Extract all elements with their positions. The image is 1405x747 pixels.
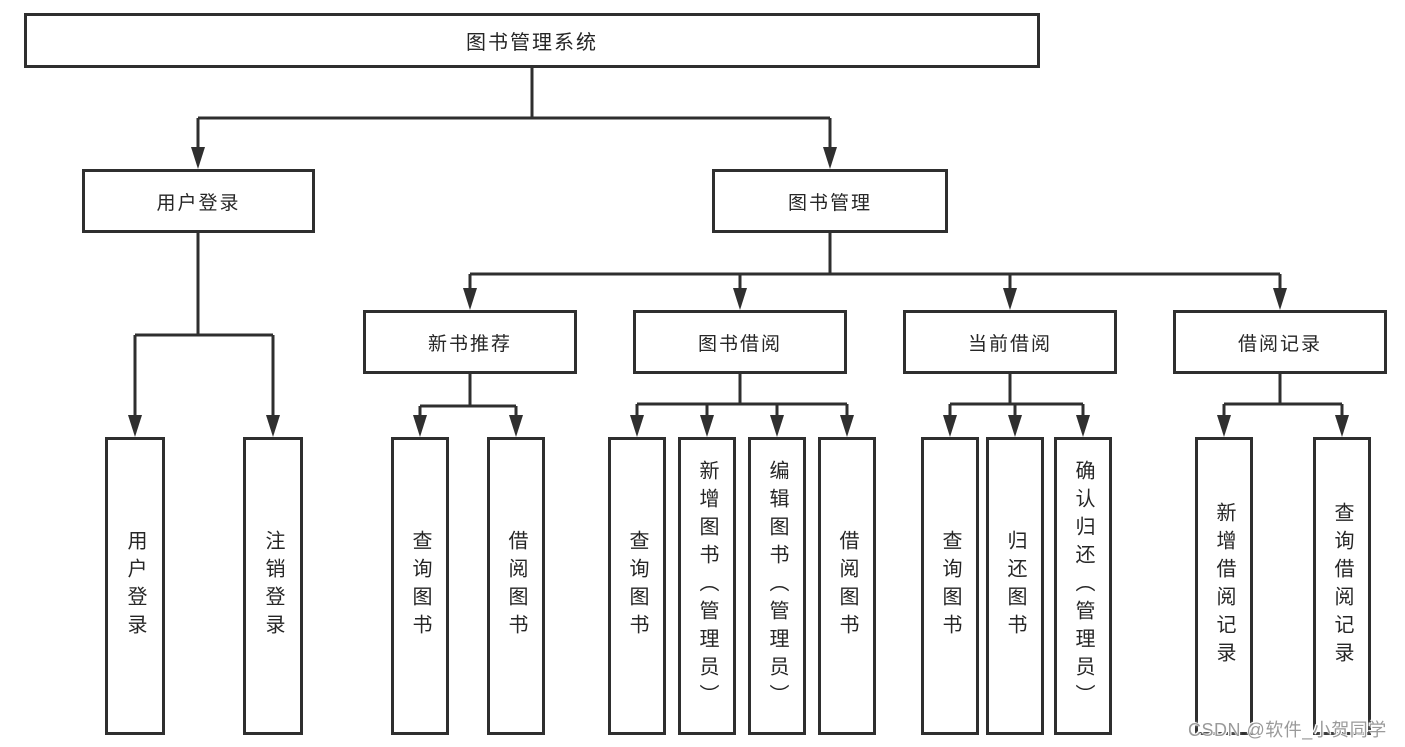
connector-book-borrow-to-leaves <box>630 374 854 437</box>
leaf-query-book-current: 查询图书 <box>921 437 979 735</box>
node-borrowing-records: 借阅记录 <box>1173 310 1387 374</box>
leaf-add-book-admin-label: 新增图书（管理员） <box>696 460 718 712</box>
csdn-watermark: CSDN @软件_小贺同学 <box>1188 720 1387 740</box>
connector-user-login-to-leaves <box>128 233 280 437</box>
leaf-user-login-label: 用户登录 <box>124 530 146 642</box>
leaf-query-borrow-record-label: 查询借阅记录 <box>1331 502 1353 670</box>
leaf-confirm-return-admin-label: 确认归还（管理员） <box>1072 460 1094 712</box>
leaf-return-book-label: 归还图书 <box>1004 530 1026 642</box>
leaf-add-borrow-record: 新增借阅记录 <box>1195 437 1253 735</box>
node-root-system: 图书管理系统 <box>24 13 1040 68</box>
node-book-borrowing: 图书借阅 <box>633 310 847 374</box>
leaf-query-borrow-record: 查询借阅记录 <box>1313 437 1371 735</box>
leaf-query-book-borrowing: 查询图书 <box>608 437 666 735</box>
leaf-add-book-admin: 新增图书（管理员） <box>678 437 736 735</box>
leaf-logout: 注销登录 <box>243 437 303 735</box>
leaf-borrow-book-borrowing: 借阅图书 <box>818 437 876 735</box>
leaf-edit-book-admin-label: 编辑图书（管理员） <box>766 460 788 712</box>
leaf-user-login: 用户登录 <box>105 437 165 735</box>
node-user-login: 用户登录 <box>82 169 315 233</box>
leaf-query-book-recommend-label: 查询图书 <box>409 530 431 642</box>
leaf-borrow-book-borrowing-label: 借阅图书 <box>836 530 858 642</box>
leaf-return-book: 归还图书 <box>986 437 1044 735</box>
connector-borrow-record-to-leaves <box>1217 374 1349 437</box>
leaf-borrow-book-recommend: 借阅图书 <box>487 437 545 735</box>
leaf-add-borrow-record-label: 新增借阅记录 <box>1213 502 1235 670</box>
leaf-query-book-borrowing-label: 查询图书 <box>626 530 648 642</box>
node-book-management: 图书管理 <box>712 169 948 233</box>
leaf-borrow-book-recommend-label: 借阅图书 <box>505 530 527 642</box>
leaf-edit-book-admin: 编辑图书（管理员） <box>748 437 806 735</box>
connector-new-book-rec-to-leaves <box>413 374 523 437</box>
leaf-query-book-current-label: 查询图书 <box>939 530 961 642</box>
connector-book-mgmt-to-level3 <box>463 233 1287 310</box>
connector-root-to-level2 <box>191 68 837 169</box>
node-current-borrowing: 当前借阅 <box>903 310 1117 374</box>
leaf-query-book-recommend: 查询图书 <box>391 437 449 735</box>
connector-current-borrow-to-leaves <box>943 374 1090 437</box>
node-new-book-recommend: 新书推荐 <box>363 310 577 374</box>
leaf-logout-label: 注销登录 <box>262 530 284 642</box>
leaf-confirm-return-admin: 确认归还（管理员） <box>1054 437 1112 735</box>
